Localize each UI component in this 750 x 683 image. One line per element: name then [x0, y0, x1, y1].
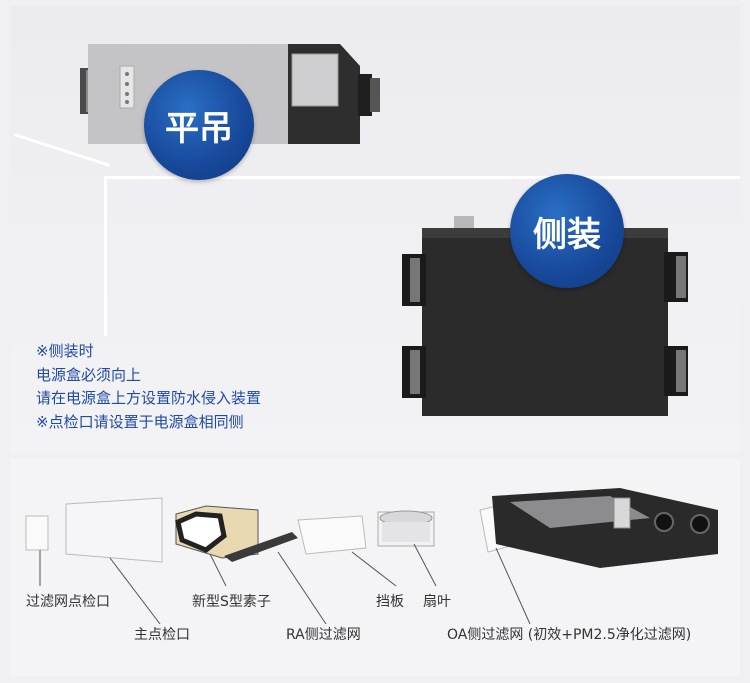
- note-line: ※侧装时: [36, 342, 94, 360]
- side-mount-badge: 侧装: [510, 174, 624, 288]
- part-label-oa-filter: OA侧过滤网 (初效+PM2.5净化过滤网): [447, 627, 692, 643]
- ceiling-mount-label: 平吊: [165, 108, 233, 149]
- parts-panel: 过滤网点检口 主点检口 新型S型素子 RA侧过滤网 挡板 扇叶 OA侧过滤网 (…: [10, 458, 740, 676]
- ceiling-mount-badge: 平吊: [144, 70, 254, 180]
- baffle-shape: [297, 515, 367, 555]
- note-line: ※点检口请设置于电源盒相同侧: [36, 412, 244, 431]
- installation-notes: ※侧装时 电源盒必须向上 请在电源盒上方设置防水侵入装置 ※点检口请设置于电源盒…: [36, 340, 261, 434]
- note-line: 请在电源盒上方设置防水侵入装置: [36, 389, 262, 407]
- side-mount-label: 侧装: [533, 214, 601, 255]
- part-label-fan-blade: 扇叶: [423, 594, 451, 610]
- part-label-s-type-element: 新型S型素子: [192, 594, 271, 610]
- main-inspection-port-shape: [65, 497, 163, 563]
- part-label-ra-filter: RA侧过滤网: [286, 627, 361, 643]
- ra-filter-shape: [224, 532, 298, 562]
- exploded-parts-illustration: [25, 488, 718, 625]
- part-label-baffle: 挡板: [376, 594, 404, 610]
- installation-panel: 平吊 侧装 ※侧装时 电源盒必须向上 请在电源盒上方设置防水侵入装置 ※点检口请…: [10, 6, 740, 452]
- guide-line-horizontal: [105, 176, 740, 179]
- note-line: 电源盒必须向上: [36, 365, 142, 384]
- part-label-filter-inspection-port: 过滤网点检口: [26, 594, 110, 610]
- part-label-main-inspection-port: 主点检口: [134, 627, 190, 643]
- guide-line-vertical: [104, 176, 107, 336]
- s-element-honeycomb: [175, 511, 227, 553]
- leader-lines: [39, 543, 531, 625]
- filter-inspection-port-shape: [25, 515, 49, 551]
